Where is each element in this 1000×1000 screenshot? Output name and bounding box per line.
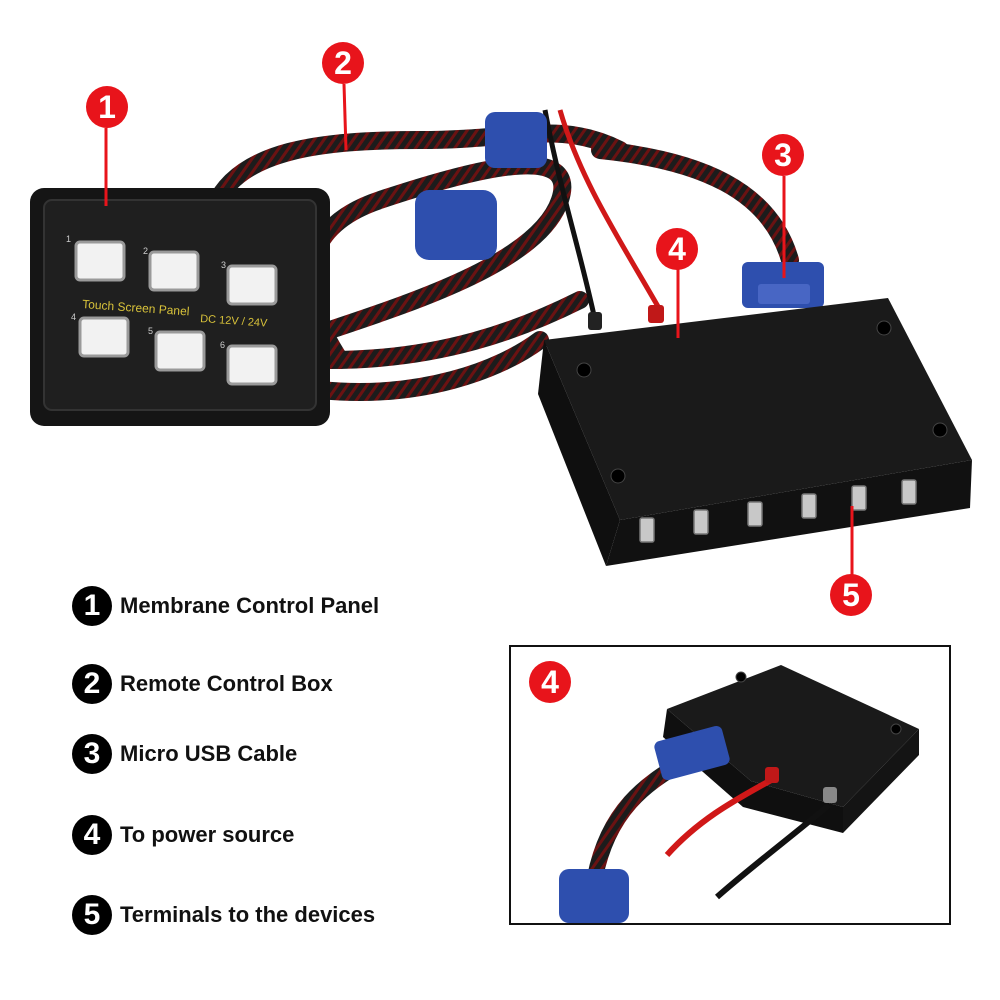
legend-label: Remote Control Box xyxy=(120,671,333,696)
inset-detail-box: 4 xyxy=(509,645,951,925)
legend-item: 1 Membrane Control Panel xyxy=(72,586,379,626)
callout-2: 2 xyxy=(322,42,364,84)
callout-4: 4 xyxy=(656,228,698,270)
inset-ferrite-core xyxy=(559,869,629,923)
legend-item: 4 To power source xyxy=(72,815,294,855)
device-terminals xyxy=(639,479,917,543)
remote-control-box xyxy=(538,298,972,566)
inset-illustration xyxy=(559,665,919,923)
legend-label: To power source xyxy=(120,822,295,847)
ferrite-core xyxy=(415,190,497,260)
legend-item: 2 Remote Control Box xyxy=(72,664,333,704)
black-wire xyxy=(542,109,598,321)
panel-button-number: 6 xyxy=(220,340,225,350)
callout-5: 5 xyxy=(830,574,872,616)
legend-item: 5 Terminals to the devices xyxy=(72,895,375,935)
inset-black-wire xyxy=(715,802,831,900)
black-ring-terminal xyxy=(588,312,602,330)
legend-number: 1 xyxy=(72,586,112,626)
red-ring-terminal xyxy=(648,305,664,323)
legend-item: 3 Micro USB Cable xyxy=(72,734,297,774)
panel-button-number: 1 xyxy=(66,234,71,244)
legend-number: 2 xyxy=(72,664,112,704)
inset-callout-4: 4 xyxy=(529,661,571,703)
legend-number: 4 xyxy=(72,815,112,855)
panel-button-number: 4 xyxy=(71,312,76,322)
legend-number: 5 xyxy=(72,895,112,935)
ferrite-core xyxy=(485,112,547,168)
red-wire xyxy=(557,109,663,312)
inset-red-wire xyxy=(664,776,775,858)
panel-button-number: 3 xyxy=(221,260,226,270)
callout-3: 3 xyxy=(762,134,804,176)
legend-label: Micro USB Cable xyxy=(120,741,298,766)
legend-label: Terminals to the devices xyxy=(120,902,376,927)
panel-button-number: 5 xyxy=(148,326,153,336)
callout-1: 1 xyxy=(86,86,128,128)
product-scene: 1 2 3 4 5 6 Touch Screen Panel DC 12V / … xyxy=(30,83,972,576)
membrane-control-panel: 1 2 3 4 5 6 Touch Screen Panel DC 12V / … xyxy=(30,188,330,426)
inset-vga-connector xyxy=(654,725,730,781)
legend-number: 3 xyxy=(72,734,112,774)
panel-voltage-text: DC 12V / 24V xyxy=(200,313,269,330)
panel-button-number: 2 xyxy=(143,246,148,256)
legend-label: Membrane Control Panel xyxy=(120,593,380,618)
